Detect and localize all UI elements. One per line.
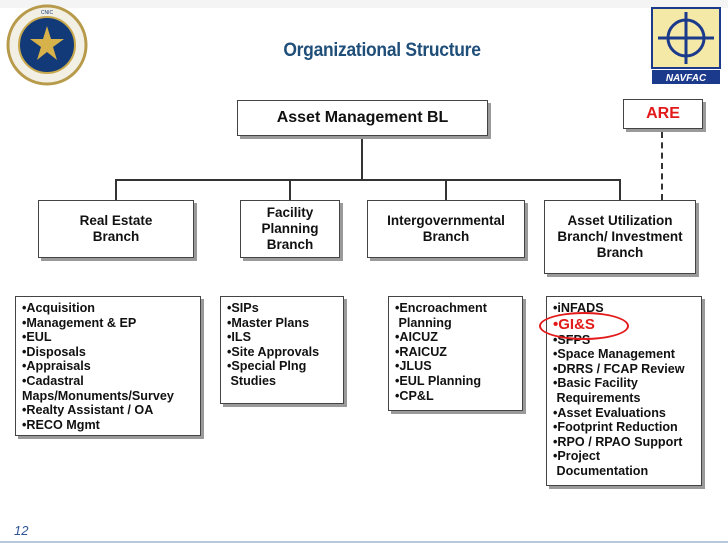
list-item: •Footprint Reduction <box>553 420 678 435</box>
list-item: •RPO / RPAO Support <box>553 434 683 449</box>
list-item: •CP&L <box>395 388 434 403</box>
list-item: •EUL Planning <box>395 373 482 388</box>
list-item: Planning <box>395 315 452 330</box>
list-item: •Disposals <box>22 344 86 359</box>
navfac-logo-text: NAVFAC <box>666 73 707 84</box>
intergovernmental-branch-node: Intergovernmental Branch <box>367 200 525 258</box>
list-item: •EUL <box>22 330 52 345</box>
are-node: ARE <box>623 99 703 129</box>
list-item: •Site Approvals <box>227 344 320 359</box>
are-label: ARE <box>646 105 680 122</box>
list-item: Studies <box>227 373 276 388</box>
list-item: •SIPs <box>227 301 259 315</box>
list-item: •Space Management <box>553 347 675 362</box>
asset-utilization-branch-node: Asset Utilization Branch/ Investment Bra… <box>544 200 696 274</box>
page-number: 12 <box>14 523 29 538</box>
intergovernmental-functions-list: •Encroachment Planning •AICUZ •RAICUZ •J… <box>388 296 523 411</box>
branch-label: Facility Planning Branch <box>261 205 319 252</box>
list-item: •Project <box>553 449 601 464</box>
navfac-logo: NAVFAC <box>651 7 721 84</box>
list-item: •DRRS / FCAP Review <box>553 361 685 376</box>
connector-branch-4 <box>619 179 621 200</box>
dashed-connector-are <box>661 132 663 200</box>
list-item: •ILS <box>227 330 252 345</box>
connector-branch-1 <box>115 179 117 200</box>
list-item: •AICUZ <box>395 330 438 345</box>
list-item: •Acquisition <box>22 301 95 315</box>
list-item: Maps/Monuments/Survey <box>22 388 174 403</box>
connector-vertical-top <box>361 136 363 180</box>
connector-branch-3 <box>445 179 447 200</box>
gis-highlight-circle <box>539 312 629 340</box>
list-item: •Encroachment <box>395 301 487 315</box>
connector-branch-2 <box>289 179 291 200</box>
branch-label: Intergovernmental Branch <box>387 213 505 244</box>
list-item: •RECO Mgmt <box>22 417 100 432</box>
asset-management-node: Asset Management BL <box>237 100 488 136</box>
asset-management-label: Asset Management BL <box>276 109 449 126</box>
list-item: •Asset Evaluations <box>553 405 666 420</box>
facility-planning-branch-node: Facility Planning Branch <box>240 200 340 258</box>
list-item: •Appraisals <box>22 359 91 374</box>
svg-text:CNIC: CNIC <box>41 10 54 16</box>
facility-planning-functions-list: •SIPs •Master Plans •ILS •Site Approvals… <box>220 296 344 404</box>
list-item: •Realty Assistant / OA <box>22 403 154 418</box>
list-item: Requirements <box>553 390 641 405</box>
real-estate-branch-node: Real Estate Branch <box>38 200 194 258</box>
list-item: •RAICUZ <box>395 344 447 359</box>
branch-label: Asset Utilization Branch/ Investment Bra… <box>557 213 683 260</box>
real-estate-functions-list: •Acquisition •Management & EP •EUL •Disp… <box>15 296 201 436</box>
bottom-rule <box>0 541 728 543</box>
list-item: •Cadastral <box>22 373 84 388</box>
list-item: •Basic Facility <box>553 376 638 391</box>
slide-title: Organizational Structure <box>283 40 481 61</box>
top-band <box>0 0 728 8</box>
list-item: •Management & EP <box>22 315 137 330</box>
list-item: •JLUS <box>395 359 432 374</box>
connector-horizontal <box>115 179 621 181</box>
branch-label: Real Estate Branch <box>79 213 153 244</box>
list-item: Documentation <box>553 463 649 478</box>
list-item: •Special Plng <box>227 359 307 374</box>
navy-seal-logo: CNIC <box>6 4 88 86</box>
list-item: •Master Plans <box>227 315 310 330</box>
